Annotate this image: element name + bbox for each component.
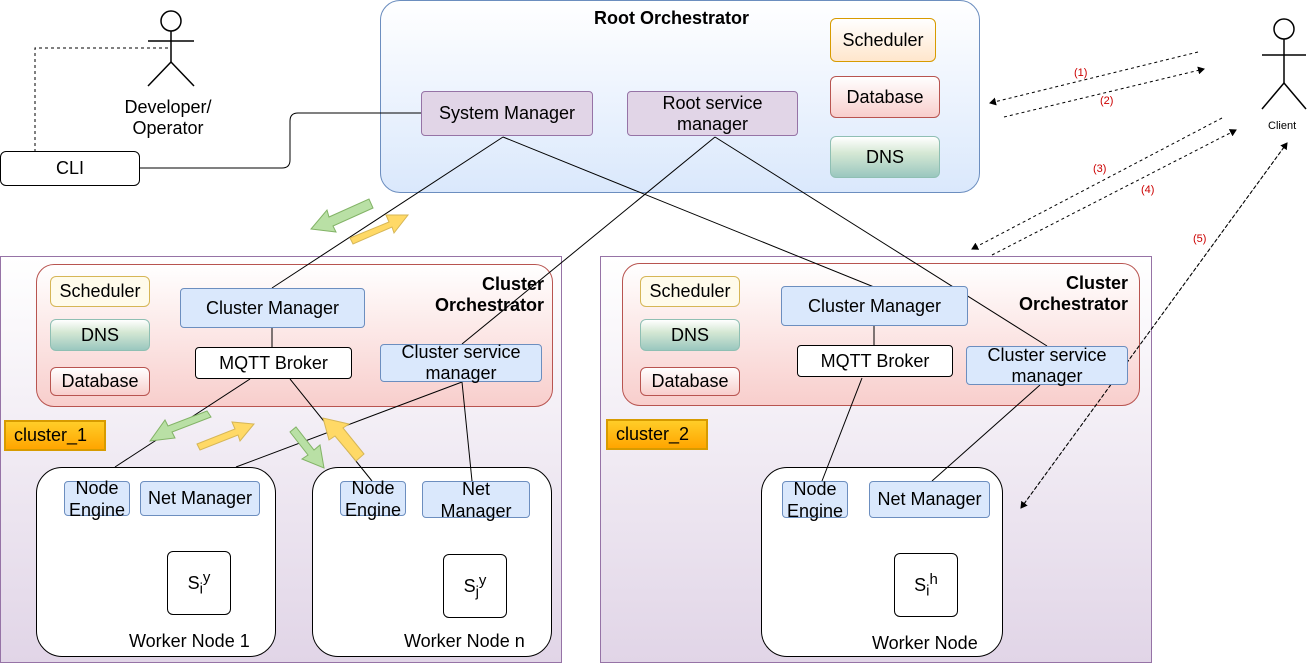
cluster-1-worker-1-name: Worker Node 1 [129,631,250,651]
sync-arrows-workers [148,410,365,469]
step-label-4: (4) [1141,184,1155,196]
cluster-1-mqtt-broker[interactable]: MQTT Broker [195,347,352,379]
step-label-5: (5) [1193,233,1207,245]
cluster-1-worker-n-net-manager[interactable]: Net Manager [422,479,530,521]
client-actor-icon [1261,18,1307,110]
developer-actor-icon [147,10,195,87]
system-manager[interactable]: System Manager [421,91,593,136]
cluster-2-orchestrator-title: Cluster Orchestrator [1018,273,1128,314]
cluster-2-worker-name: Worker Node [872,633,978,653]
cluster-1-cluster-service-manager[interactable]: Cluster service manager [380,342,542,383]
cluster-1-database[interactable]: Database [50,367,150,396]
cluster-2-worker-node-engine[interactable]: Node Engine [782,479,848,521]
cluster-1-worker-n-node-engine[interactable]: Node Engine [340,478,406,520]
cluster-1-worker-1-service[interactable]: Siy [167,551,231,615]
cluster-2-scheduler[interactable]: Scheduler [640,276,740,307]
cluster-1-worker-n-name: Worker Node n [404,631,525,651]
cluster-2-dns[interactable]: DNS [640,319,740,351]
root-service-manager[interactable]: Root service manager [627,91,798,136]
cluster-1-orchestrator-title: Cluster Orchestrator [434,274,544,315]
cluster-1-cluster-manager[interactable]: Cluster Manager [180,288,365,328]
cluster-1-tag: cluster_1 [4,420,106,451]
root-scheduler[interactable]: Scheduler [830,18,936,62]
cluster-2-database[interactable]: Database [640,367,740,396]
cluster-2-worker-service[interactable]: Sih [894,553,958,617]
cluster-2-cluster-service-manager[interactable]: Cluster service manager [966,345,1128,386]
cli-box[interactable]: CLI [0,151,140,186]
step-label-2: (2) [1100,95,1114,107]
cluster-1-worker-1-net-manager[interactable]: Net Manager [140,481,260,516]
cluster-2-mqtt-broker[interactable]: MQTT Broker [797,345,953,377]
step-label-3: (3) [1093,163,1107,175]
cluster-1-worker-n-service[interactable]: Sjy [443,554,507,618]
cluster-2-worker-net-manager[interactable]: Net Manager [869,481,990,518]
developer-label: Developer/ Operator [124,97,212,138]
cluster-1-worker-1-node-engine[interactable]: Node Engine [64,478,130,520]
root-dns[interactable]: DNS [830,136,940,178]
sync-arrows-root [310,198,410,245]
root-orchestrator-title: Root Orchestrator [594,8,750,28]
cluster-1-dns[interactable]: DNS [50,319,150,351]
client-label: Client [1268,120,1297,132]
cluster-2-cluster-manager[interactable]: Cluster Manager [781,286,968,326]
step-label-1: (1) [1074,67,1088,79]
cluster-2-tag: cluster_2 [606,419,708,450]
root-database[interactable]: Database [830,76,940,118]
cluster-1-scheduler[interactable]: Scheduler [50,276,150,307]
